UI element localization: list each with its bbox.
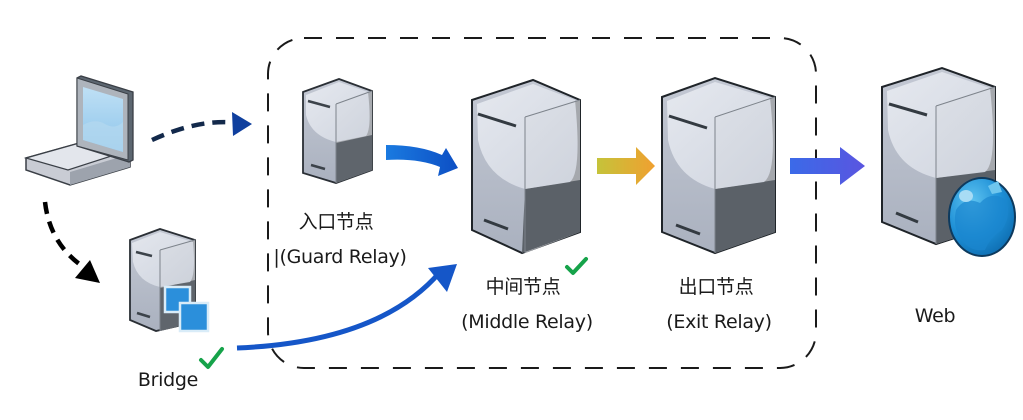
edge-client-to-bridge [42,201,100,283]
globe-icon [948,177,1016,257]
guard-label-zh: 入口节点 [298,211,374,233]
middle-label-en: (Middle Relay) [461,311,593,333]
exit-server-icon [661,76,776,255]
exit-label-zh: 出口节点 [678,276,754,298]
middle-verified-check-icon [565,257,588,275]
edge-exit-to-web [790,147,865,185]
laptop-icon [23,75,134,186]
web-label: Web [914,305,956,327]
edge-bridge-to-middle [236,264,457,351]
bridge-verified-check-icon [199,347,224,369]
exit-label-en: (Exit Relay) [666,311,772,333]
middle-server-icon [471,78,581,255]
bridge-square-front [178,301,210,333]
edge-guard-to-middle [386,145,458,176]
tor-network-group-box [267,37,817,369]
edge-client-to-guard [151,112,252,143]
middle-label-zh: 中间节点 [485,276,561,298]
bridge-server-icon [129,228,210,333]
edge-middle-to-exit [597,147,655,185]
web-server-icon [881,66,1016,257]
guard-server-icon [302,78,373,184]
bridge-label: Bridge [137,369,199,391]
guard-label-en: |(Guard Relay) [273,246,407,268]
